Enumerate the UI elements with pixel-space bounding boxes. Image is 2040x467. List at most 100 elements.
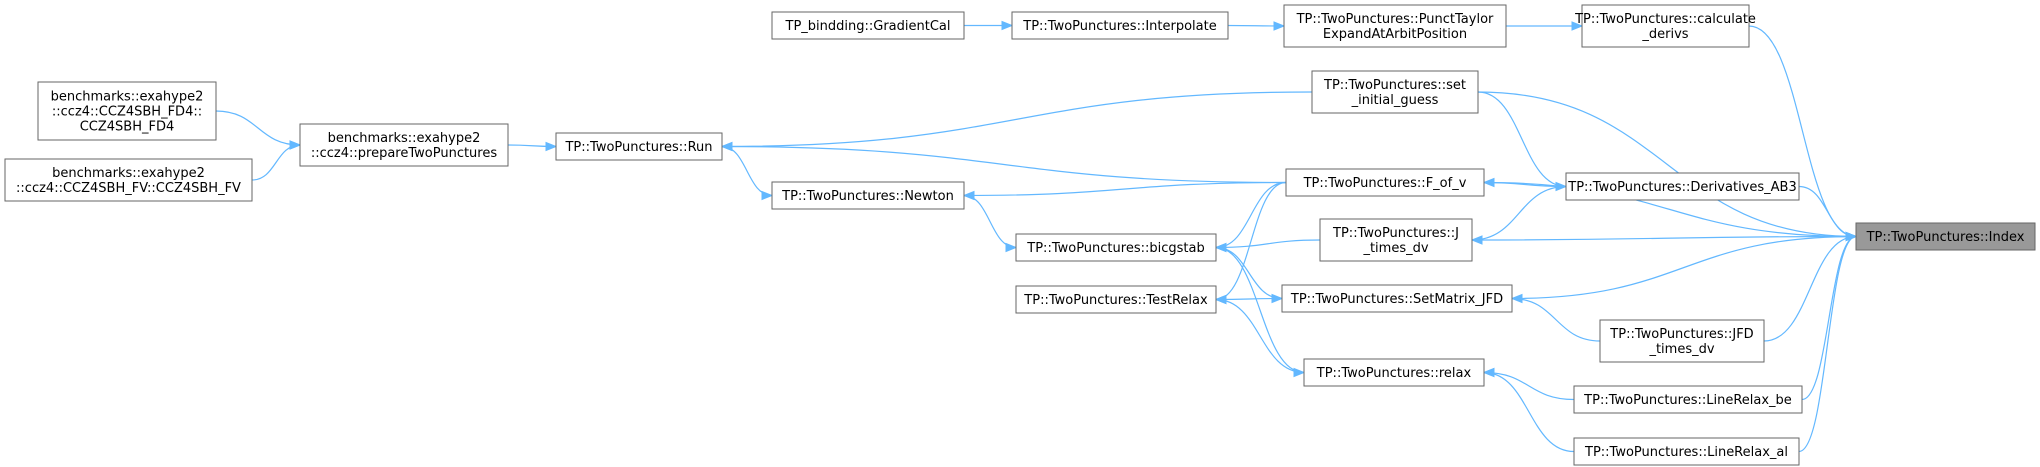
node-label: TP::TwoPunctures::LineRelax_be: [1583, 393, 1792, 408]
edge-arrowhead: [1005, 242, 1018, 253]
node-label: _initial_guess: [1351, 93, 1439, 108]
node-label: TP::TwoPunctures::Derivatives_AB3: [1567, 180, 1796, 195]
node-box: [771, 11, 965, 40]
node-linerelaxbe[interactable]: TP::TwoPunctures::LineRelax_be: [1573, 385, 1803, 414]
node-label: TP::TwoPunctures::set: [1323, 78, 1466, 93]
edge-line: [1511, 297, 1601, 342]
node-bicgstab[interactable]: TP::TwoPunctures::bicgstab: [1015, 233, 1217, 262]
node-label: benchmarks::exahype2: [51, 90, 204, 105]
edge-fofv-to-newton: [962, 181, 1287, 201]
edge-arrowhead: [1510, 293, 1523, 304]
node-ccz4fd4[interactable]: benchmarks::exahype2::ccz4::CCZ4SBH_FD4:…: [37, 81, 217, 141]
node-box: [1581, 4, 1750, 48]
edge-arrowhead: [1273, 21, 1286, 31]
node-box: [1573, 437, 1800, 466]
node-index[interactable]: TP::TwoPunctures::Index: [1855, 222, 2036, 251]
edge-line: [1477, 91, 1857, 238]
edge-line: [1215, 298, 1305, 374]
edge-line: [1215, 246, 1305, 374]
edge-prepare-to-run: [507, 141, 558, 152]
node-label: TP::TwoPunctures::calculate: [1574, 12, 1756, 27]
edge-arrowhead: [1001, 20, 1014, 31]
edge-line: [1511, 235, 1857, 300]
node-prepare[interactable]: benchmarks::exahype2::ccz4::prepareTwoPu…: [299, 123, 509, 167]
edge-setinitial-to-index: [1477, 91, 1858, 242]
node-ccz4fv[interactable]: benchmarks::exahype2::ccz4::CCZ4SBH_FV::…: [4, 158, 253, 202]
node-gradientcal[interactable]: TP_bindding::GradientCal: [771, 11, 965, 40]
node-box: [1281, 284, 1513, 313]
node-label: _times_dv: [1648, 342, 1714, 357]
edge-line: [1215, 181, 1287, 249]
edge-ccz4fv-to-prepare: [251, 140, 302, 181]
edge-setmatrix-to-index: [1511, 231, 1858, 300]
edge-setinitial-to-run: [720, 91, 1313, 152]
edge-line: [1215, 181, 1287, 301]
edge-jfdtimesdv-to-setmatrix: [1510, 293, 1601, 342]
node-run[interactable]: TP::TwoPunctures::Run: [555, 132, 723, 161]
edge-line: [1801, 235, 1857, 401]
node-box: [4, 158, 253, 202]
node-box: [1573, 385, 1803, 414]
node-label: benchmarks::exahype2: [52, 166, 205, 181]
node-jtimesdv[interactable]: TP::TwoPunctures::J_times_dv: [1319, 218, 1473, 262]
edge-arrowhead: [761, 190, 774, 201]
node-label: ::ccz4::CCZ4SBH_FD4::: [52, 105, 202, 120]
edge-linerelaxbe-to-index: [1801, 231, 1858, 401]
edges-layer: [215, 20, 1858, 453]
edge-newton-to-bicgstab: [963, 194, 1018, 253]
edge-arrowhead: [1214, 294, 1227, 305]
node-box: [1015, 285, 1217, 314]
edge-derivab3-to-jtimesdv: [1470, 185, 1567, 245]
node-label: benchmarks::exahype2: [328, 131, 481, 146]
edge-relax-to-testrelax: [1214, 294, 1305, 374]
node-calcderivs[interactable]: TP::TwoPunctures::calculate_derivs: [1574, 4, 1756, 48]
edge-line: [963, 181, 1287, 197]
node-fofv[interactable]: TP::TwoPunctures::F_of_v: [1285, 168, 1485, 197]
node-label: TP::TwoPunctures::JFD: [1609, 327, 1753, 342]
node-label: ExpandAtArbitPosition: [1323, 27, 1467, 42]
node-jfdtimesdv[interactable]: TP::TwoPunctures::JFD_times_dv: [1599, 319, 1765, 363]
edge-line: [963, 194, 1017, 249]
edge-line: [1798, 235, 1857, 453]
node-box: [1283, 4, 1507, 48]
node-box: [1855, 222, 2036, 251]
node-box: [1285, 168, 1485, 197]
edge-jfdtimesdv-to-index: [1763, 231, 1858, 342]
edge-line: [1748, 25, 1857, 238]
edge-line: [721, 91, 1313, 148]
edge-calcderivs-to-index: [1748, 25, 1858, 242]
node-relax[interactable]: TP::TwoPunctures::relax: [1303, 358, 1485, 387]
node-setmatrix[interactable]: TP::TwoPunctures::SetMatrix_JFD: [1281, 284, 1513, 313]
node-label: TP::TwoPunctures::Interpolate: [1022, 19, 1216, 34]
node-label: TP::TwoPunctures::TestRelax: [1023, 293, 1208, 308]
edge-line: [1483, 371, 1575, 453]
node-setinitial[interactable]: TP::TwoPunctures::set_initial_guess: [1311, 70, 1479, 114]
node-derivab3[interactable]: TP::TwoPunctures::Derivatives_AB3: [1565, 172, 1800, 201]
edge-puncttaylor-to-calcderivs: [1506, 21, 1584, 31]
edge-line: [1477, 91, 1567, 188]
node-label: TP::TwoPunctures::F_of_v: [1303, 176, 1467, 191]
node-linerelaxal[interactable]: TP::TwoPunctures::LineRelax_al: [1573, 437, 1800, 466]
edge-setinitial-to-derivab3: [1477, 91, 1568, 192]
edge-linerelaxal-to-index: [1798, 231, 1858, 453]
node-label: TP::TwoPunctures::SetMatrix_JFD: [1290, 292, 1503, 307]
node-label: TP_bindding::GradientCal: [785, 19, 951, 34]
edge-line: [1215, 246, 1283, 300]
node-box: [771, 181, 965, 210]
edge-line: [1483, 181, 1857, 238]
node-testrelax[interactable]: TP::TwoPunctures::TestRelax: [1015, 285, 1217, 314]
node-label: TP::TwoPunctures::LineRelax_al: [1584, 445, 1788, 460]
edge-interpolate-to-puncttaylor: [1227, 21, 1286, 31]
node-label: TP::TwoPunctures::relax: [1316, 366, 1472, 381]
node-label: TP::TwoPunctures::PunctTaylor: [1296, 12, 1494, 27]
node-newton[interactable]: TP::TwoPunctures::Newton: [771, 181, 965, 210]
node-interpolate[interactable]: TP::TwoPunctures::Interpolate: [1011, 11, 1229, 40]
node-box: [1565, 172, 1800, 201]
node-label: ::ccz4::CCZ4SBH_FV::CCZ4SBH_FV: [16, 181, 241, 196]
node-box: [1599, 319, 1765, 363]
edge-line: [1483, 371, 1575, 401]
edge-arrowhead: [545, 141, 558, 152]
node-puncttaylor[interactable]: TP::TwoPunctures::PunctTaylorExpandAtArb…: [1283, 4, 1507, 48]
edge-run-to-newton: [721, 145, 774, 201]
